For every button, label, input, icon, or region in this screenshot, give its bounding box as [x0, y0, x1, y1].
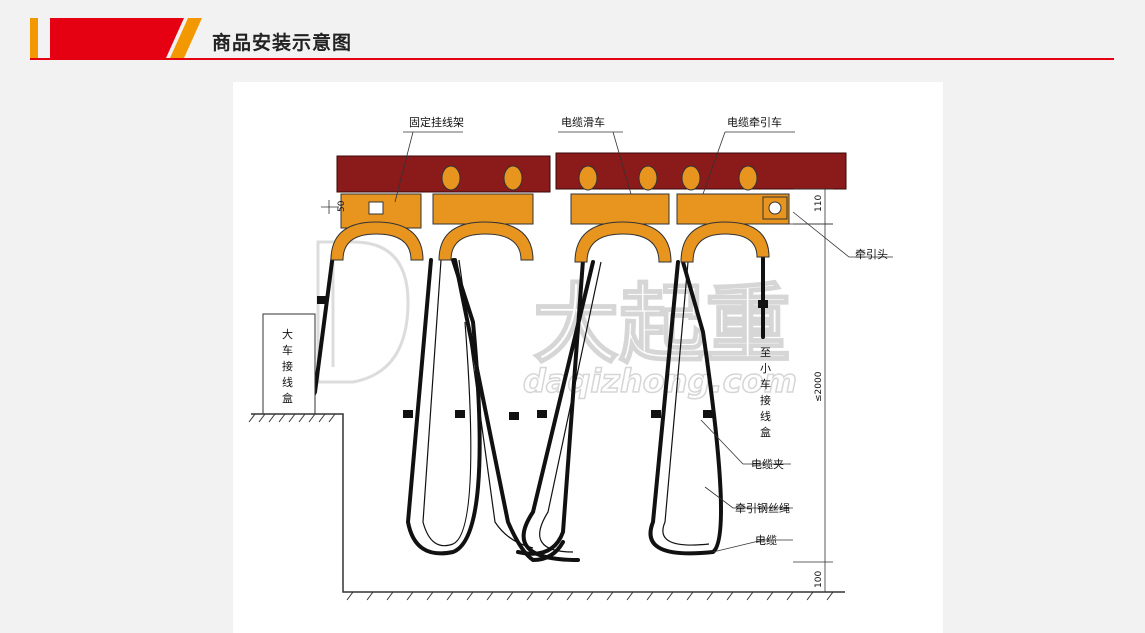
label-traction-head: 牵引头: [855, 247, 888, 261]
label-cable-clamp: 电缆夹: [751, 458, 784, 471]
small-box-char: 线: [760, 409, 771, 423]
wire-rope-4: [662, 261, 710, 546]
trolley-wheel: [503, 165, 523, 191]
trolleys: [330, 165, 790, 263]
label-main-junction-box: 大 车 接 线 盒: [282, 327, 293, 405]
clamp: [403, 410, 413, 418]
label-traction-trolley: 电缆牵引车: [727, 115, 782, 129]
clamp: [455, 410, 465, 418]
dim-50: 50: [337, 200, 347, 212]
header-orange-bar: [30, 18, 38, 58]
wire-ropes: [422, 259, 710, 553]
clamp: [317, 296, 327, 304]
header-accent-shapes: [30, 18, 202, 58]
trolley-wheel: [441, 165, 461, 191]
leader-cable-trolley: [558, 131, 632, 195]
dim-100: 100: [814, 571, 824, 588]
cable-loop-2b: [516, 258, 585, 556]
small-box-char: 至: [760, 346, 771, 359]
trolley-wheel: [738, 165, 758, 191]
header-orange-slash: [170, 18, 202, 58]
ground-hatching: [248, 413, 834, 601]
header-divider: [30, 58, 1114, 60]
trolley-saddle: [680, 221, 770, 263]
trolley-wheel: [681, 165, 701, 191]
label-cable-trolley: 电缆滑车: [561, 115, 605, 129]
ground-outline: [251, 413, 845, 593]
small-box-char: 车: [760, 377, 771, 391]
leader-wire-rope: [704, 486, 793, 509]
main-box-char: 接: [282, 360, 293, 373]
main-box-char: 大: [282, 327, 293, 341]
main-box-char: 车: [282, 343, 293, 357]
section-header: 商品安装示意图: [30, 18, 1114, 62]
trolley-body: [570, 193, 670, 225]
diagram-svg: 大起重 daqizhong.com: [248, 115, 893, 601]
dimension-lines: [321, 188, 833, 592]
hatch-upper: [248, 413, 336, 423]
cable-loop-4: [648, 260, 723, 556]
wire-rope-1: [422, 259, 472, 547]
pit-edge: [251, 413, 845, 593]
small-box-char: 盒: [760, 425, 771, 439]
cable-trolley-2: [570, 165, 672, 263]
bracket-slot: [368, 201, 384, 215]
clamp: [703, 410, 713, 418]
rail-right: [555, 152, 847, 190]
leader-traction-trolley: [702, 131, 795, 195]
dim-110: 110: [814, 195, 824, 212]
main-box-char: 盒: [282, 391, 293, 405]
cable-loop-2: [453, 258, 565, 563]
leader-fixed-bracket: [394, 131, 463, 203]
fixed-bracket: [330, 193, 424, 261]
label-fixed-bracket: 固定挂线架: [409, 115, 464, 129]
label-wire-rope: 牵引钢丝绳: [735, 501, 790, 515]
main-junction-box: [262, 313, 316, 415]
cable-loop-1: [405, 258, 482, 556]
dim-2000: ≤2000: [814, 371, 824, 402]
cable-trolley-1: [432, 165, 534, 261]
main-box-char: 线: [282, 375, 293, 389]
watermark-text: 大起重: [533, 275, 791, 375]
bracket-saddle: [330, 221, 424, 261]
clamp: [758, 300, 768, 308]
hatch-floor: [346, 591, 834, 601]
trolley-wheel: [638, 165, 658, 191]
traction-trolley: [676, 165, 790, 263]
watermark-logo: [316, 240, 410, 384]
trolley-saddle: [438, 221, 534, 261]
watermark: 大起重 daqizhong.com: [316, 240, 798, 401]
wire-rope-2: [458, 259, 534, 549]
leader-lines: [394, 131, 893, 553]
dim-110-lines: [793, 188, 833, 225]
small-box-char: 小: [760, 362, 771, 375]
small-box-char: 接: [760, 394, 771, 407]
section-title: 商品安装示意图: [212, 32, 353, 54]
header-red-block: [50, 18, 184, 58]
leader-cable-clamp: [700, 419, 791, 465]
cable-clamps: [317, 296, 768, 420]
clamp: [509, 412, 519, 420]
trolley-body: [432, 193, 534, 225]
traction-head-pin: [768, 201, 782, 215]
leader-cable: [712, 539, 793, 553]
trolley-saddle: [574, 221, 672, 263]
clamp: [651, 410, 661, 418]
trolley-wheel: [578, 165, 598, 191]
label-cable: 电缆: [755, 534, 777, 547]
leader-traction-head: [792, 211, 893, 258]
installation-diagram: 大起重 daqizhong.com: [233, 82, 943, 633]
dim-50-lines: [321, 200, 339, 214]
label-to-small-box: 至 小 车 接 线 盒: [760, 346, 771, 439]
clamp: [537, 410, 547, 418]
wire-rope-3: [539, 261, 602, 553]
dim-2000-lines: [788, 223, 833, 563]
